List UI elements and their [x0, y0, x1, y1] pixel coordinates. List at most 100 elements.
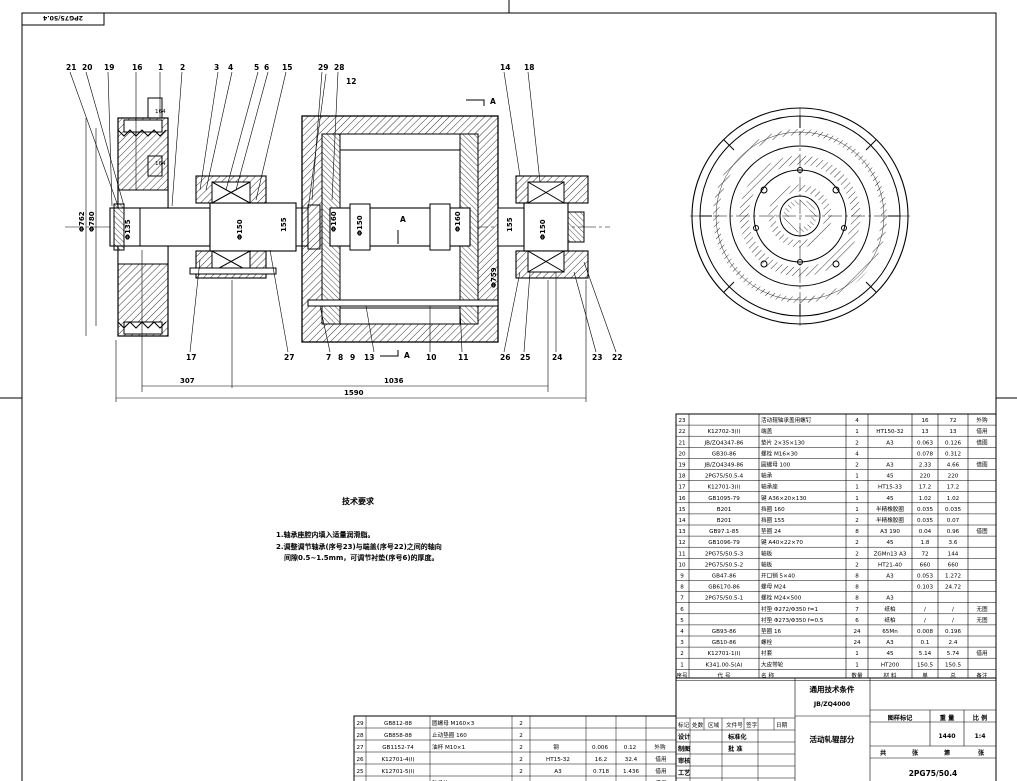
bom-cell: 半精橡胶圈: [876, 505, 904, 513]
title-block-text: 通用技术条件 JB/ZQ4000 活动轧辊部分 图样标记 重 量 比 例 144…: [678, 684, 987, 778]
side-view: [690, 107, 910, 326]
bom-cell: 1: [680, 662, 684, 668]
corner-code: 2PG75/50.4: [42, 14, 83, 21]
standard-title: 通用技术条件: [810, 684, 855, 694]
bom-cell: 8: [855, 596, 859, 602]
dim-307: 307: [180, 377, 195, 385]
corner-code-box: [21, 12, 105, 26]
bom-cell: 13: [949, 429, 957, 435]
bom-header-cell: 材 料: [884, 671, 897, 679]
bom-cell: 5.74: [947, 651, 960, 657]
bom-cell: GB10-86: [712, 640, 737, 646]
svg-text:钢: 钢: [553, 743, 559, 751]
balloon-23: 23: [592, 353, 602, 362]
bom-cell: 2.33: [919, 463, 932, 469]
bom-cell: 0.035: [917, 518, 933, 524]
svg-text:标准化: 标准化: [727, 733, 747, 741]
lower-bom-cell: K12701-5(I): [381, 769, 414, 775]
dim-155: 155: [280, 217, 288, 232]
bom-cell: 垫圈 24: [761, 527, 782, 535]
bom-cell: 6: [680, 607, 684, 613]
bom-cell: JB/ZQ4347-86: [704, 440, 744, 446]
lower-bom-cell: GB1152-74: [382, 745, 414, 751]
balloon-17: 17: [186, 353, 196, 362]
note-2: 2.调整调节轴承(序号23)与端盖(序号22)之间的轴向: [276, 543, 442, 551]
bom-cell: 螺栓: [761, 638, 773, 646]
bom-header-cell: 单: [922, 671, 928, 679]
bom-cell: 借用: [976, 649, 987, 657]
lower-bom-cell: 2: [519, 721, 523, 727]
lower-bom-cell: 26: [356, 757, 364, 763]
bom-cell: /: [924, 618, 926, 624]
weight-label: 重 量: [940, 714, 955, 722]
bom-cell: 4: [855, 418, 859, 424]
bom-cell: 65Mn: [882, 629, 898, 635]
bom-cell: 1: [855, 507, 859, 513]
bom-cell: 1.8: [921, 540, 930, 546]
bom-cell: 17.2: [947, 485, 959, 491]
bom-cell: 13: [678, 529, 686, 535]
bom-cell: GB93-86: [712, 629, 737, 635]
bom-cell: 螺栓 M24×500: [761, 594, 802, 602]
bom-cell: GB47-86: [712, 574, 737, 580]
bom-cell: 24: [853, 640, 861, 646]
bom-cell: 6: [855, 618, 859, 624]
bom-cell: 1: [855, 485, 859, 491]
svg-text:标记: 标记: [678, 721, 690, 729]
bom-cell: 17.2: [919, 485, 931, 491]
bom-cell: 2.4: [949, 640, 958, 646]
dim-164b: 164: [155, 161, 166, 167]
bom-cell: 9: [680, 574, 684, 580]
bom-cell: 2: [855, 440, 859, 446]
svg-text:批 准: 批 准: [728, 745, 743, 753]
bom-cell: 螺栓 M16×30: [761, 449, 798, 457]
bom-cell: 144: [948, 551, 959, 557]
lower-bom-cell: 借用: [655, 755, 666, 763]
balloon-21: 21: [66, 63, 76, 72]
lower-bom-cell: 27: [356, 745, 364, 751]
bom-header-cell: 名 称: [761, 671, 774, 679]
bom-cell: 150.5: [917, 662, 933, 668]
dim-1036: 1036: [384, 377, 404, 385]
bom-cell: 16: [921, 418, 929, 424]
lower-bom-cell: 油杯 M10×1: [432, 743, 466, 751]
bom-cell: 1.02: [947, 496, 959, 502]
balloon-3: 3: [214, 63, 219, 72]
shaft-left: [109, 202, 321, 252]
balloon-13: 13: [364, 353, 374, 362]
leader-lines: [69, 71, 617, 353]
bom-cell: 轴承: [761, 472, 773, 480]
bom-cell: HT15-33: [878, 485, 902, 491]
svg-text:审核: 审核: [678, 757, 691, 765]
svg-text:签字: 签字: [746, 721, 758, 729]
bom-header-cell: 数量: [851, 671, 863, 679]
bom-cell: 活动辊轴承盖用螺钉: [761, 416, 812, 424]
bom-cell: A3: [886, 596, 894, 602]
bom-cell: 220: [920, 474, 931, 480]
balloon-9: 9: [350, 353, 355, 362]
lower-bom-extra: 钢 0.006 0.12 外购: [553, 743, 666, 751]
bom-cell: 1.02: [919, 496, 931, 502]
bom-cell: 45: [886, 651, 894, 657]
bom-cell: 0.312: [945, 451, 961, 457]
bom-cell: 大皮带轮: [761, 660, 784, 668]
lower-bom-cell: 1.436: [623, 769, 639, 775]
svg-text:区域: 区域: [708, 721, 720, 729]
bom-cell: 2: [855, 551, 859, 557]
lower-bom-cell: 16.2: [595, 757, 607, 763]
bom-cell: 挡圈 155: [761, 516, 785, 524]
bom-cell: K341.00-5(A): [705, 662, 742, 668]
page-label: 第: [943, 749, 950, 757]
bom-cell: 18: [678, 474, 686, 480]
bom-cell: 21: [678, 440, 686, 446]
bom-cell: 4: [855, 451, 859, 457]
bom-cell: 键 A36×20×130: [761, 494, 807, 502]
bom-cell: 借图: [976, 527, 988, 535]
bom-cell: 0.103: [917, 585, 933, 591]
bom-cell: 0.126: [945, 440, 961, 446]
section-a-top: A: [490, 97, 496, 106]
balloon-14: 14: [500, 63, 510, 72]
bom-cell: 端盖: [761, 427, 773, 435]
bom-cell: 5: [680, 618, 684, 624]
